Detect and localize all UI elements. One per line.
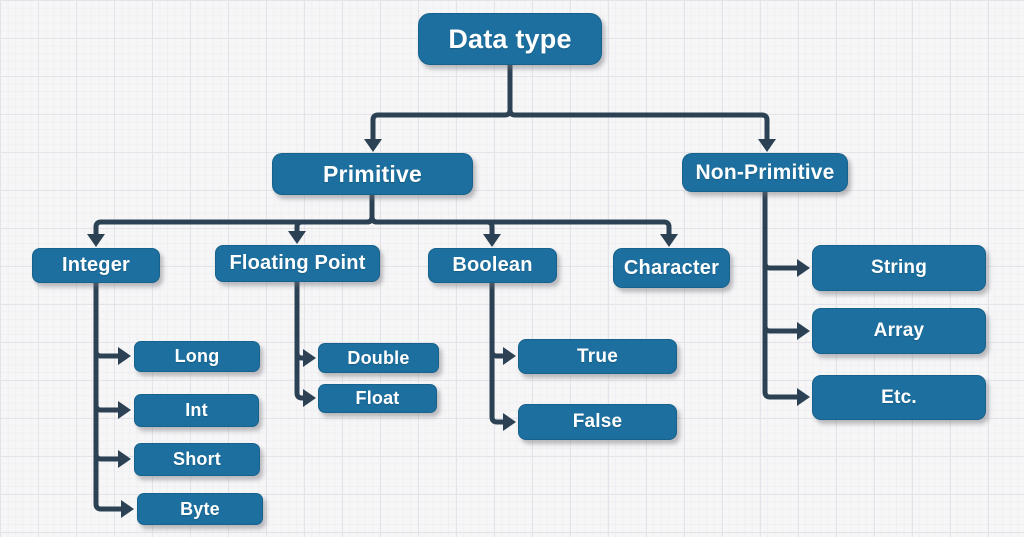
node-label: Data type [448,23,572,54]
arrowhead-right-icon [118,450,131,468]
node-etc: Etc. [812,375,986,420]
node-label: Byte [180,498,220,519]
node-true: True [518,339,677,374]
arrowhead-down-icon [483,234,501,247]
node-short: Short [134,443,260,476]
node-array: Array [812,308,986,354]
arrowhead-right-icon [118,401,131,419]
edge-floating-point-double [294,282,316,367]
arrowhead-right-icon [797,388,810,406]
node-label: Boolean [452,254,533,276]
node-label: Int [185,400,208,420]
node-label: Integer [61,254,131,276]
node-double: Double [318,343,439,373]
arrowhead-right-icon [118,347,131,365]
node-label: Floating Point [229,252,366,274]
node-label: Float [355,388,400,408]
edge-data-type-primitive [364,65,513,152]
arrowhead-right-icon [303,349,316,367]
node-primitive: Primitive [272,153,473,195]
edge-integer-short [93,283,131,468]
edge-floating-point-float [294,282,316,407]
arrowhead-down-icon [660,234,678,247]
node-long: Long [134,341,260,372]
edge-boolean-false [489,283,516,431]
node-string: String [812,245,986,291]
edge-integer-long [93,283,131,365]
node-floating-point: Floating Point [215,245,380,282]
arrowhead-right-icon [503,347,516,365]
node-false: False [518,404,677,440]
arrowhead-down-icon [288,231,306,244]
node-integer: Integer [32,248,160,283]
edge-primitive-character [369,195,678,247]
edge-data-type-non-primitive [507,65,776,152]
node-label: Non-Primitive [695,160,835,184]
node-label: Double [347,347,410,368]
node-boolean: Boolean [428,248,557,283]
arrowhead-right-icon [797,322,810,340]
node-label: Etc. [881,386,917,408]
node-float: Float [318,384,437,413]
arrowhead-down-icon [758,139,776,152]
node-int: Int [134,394,259,427]
edge-non-primitive-string [762,192,810,277]
arrowhead-down-icon [87,234,105,247]
arrowhead-right-icon [121,500,134,518]
arrowhead-down-icon [364,139,382,152]
node-byte: Byte [137,493,263,525]
node-label: Array [873,320,925,341]
edge-integer-byte [93,283,134,518]
arrowhead-right-icon [797,259,810,277]
node-label: String [870,257,928,278]
node-label: Long [174,346,220,366]
node-character: Character [613,248,730,288]
node-label: Short [173,449,221,469]
arrowhead-right-icon [503,413,516,431]
node-non-primitive: Non-Primitive [682,153,848,192]
arrowhead-right-icon [303,389,316,407]
edge-boolean-true [489,283,516,365]
node-label: Primitive [323,160,422,187]
node-data-type: Data type [418,13,602,65]
node-label: True [577,345,618,367]
node-label: Character [623,256,720,279]
edge-integer-int [93,283,131,419]
edge-non-primitive-etc [762,192,810,406]
node-label: False [572,411,623,432]
